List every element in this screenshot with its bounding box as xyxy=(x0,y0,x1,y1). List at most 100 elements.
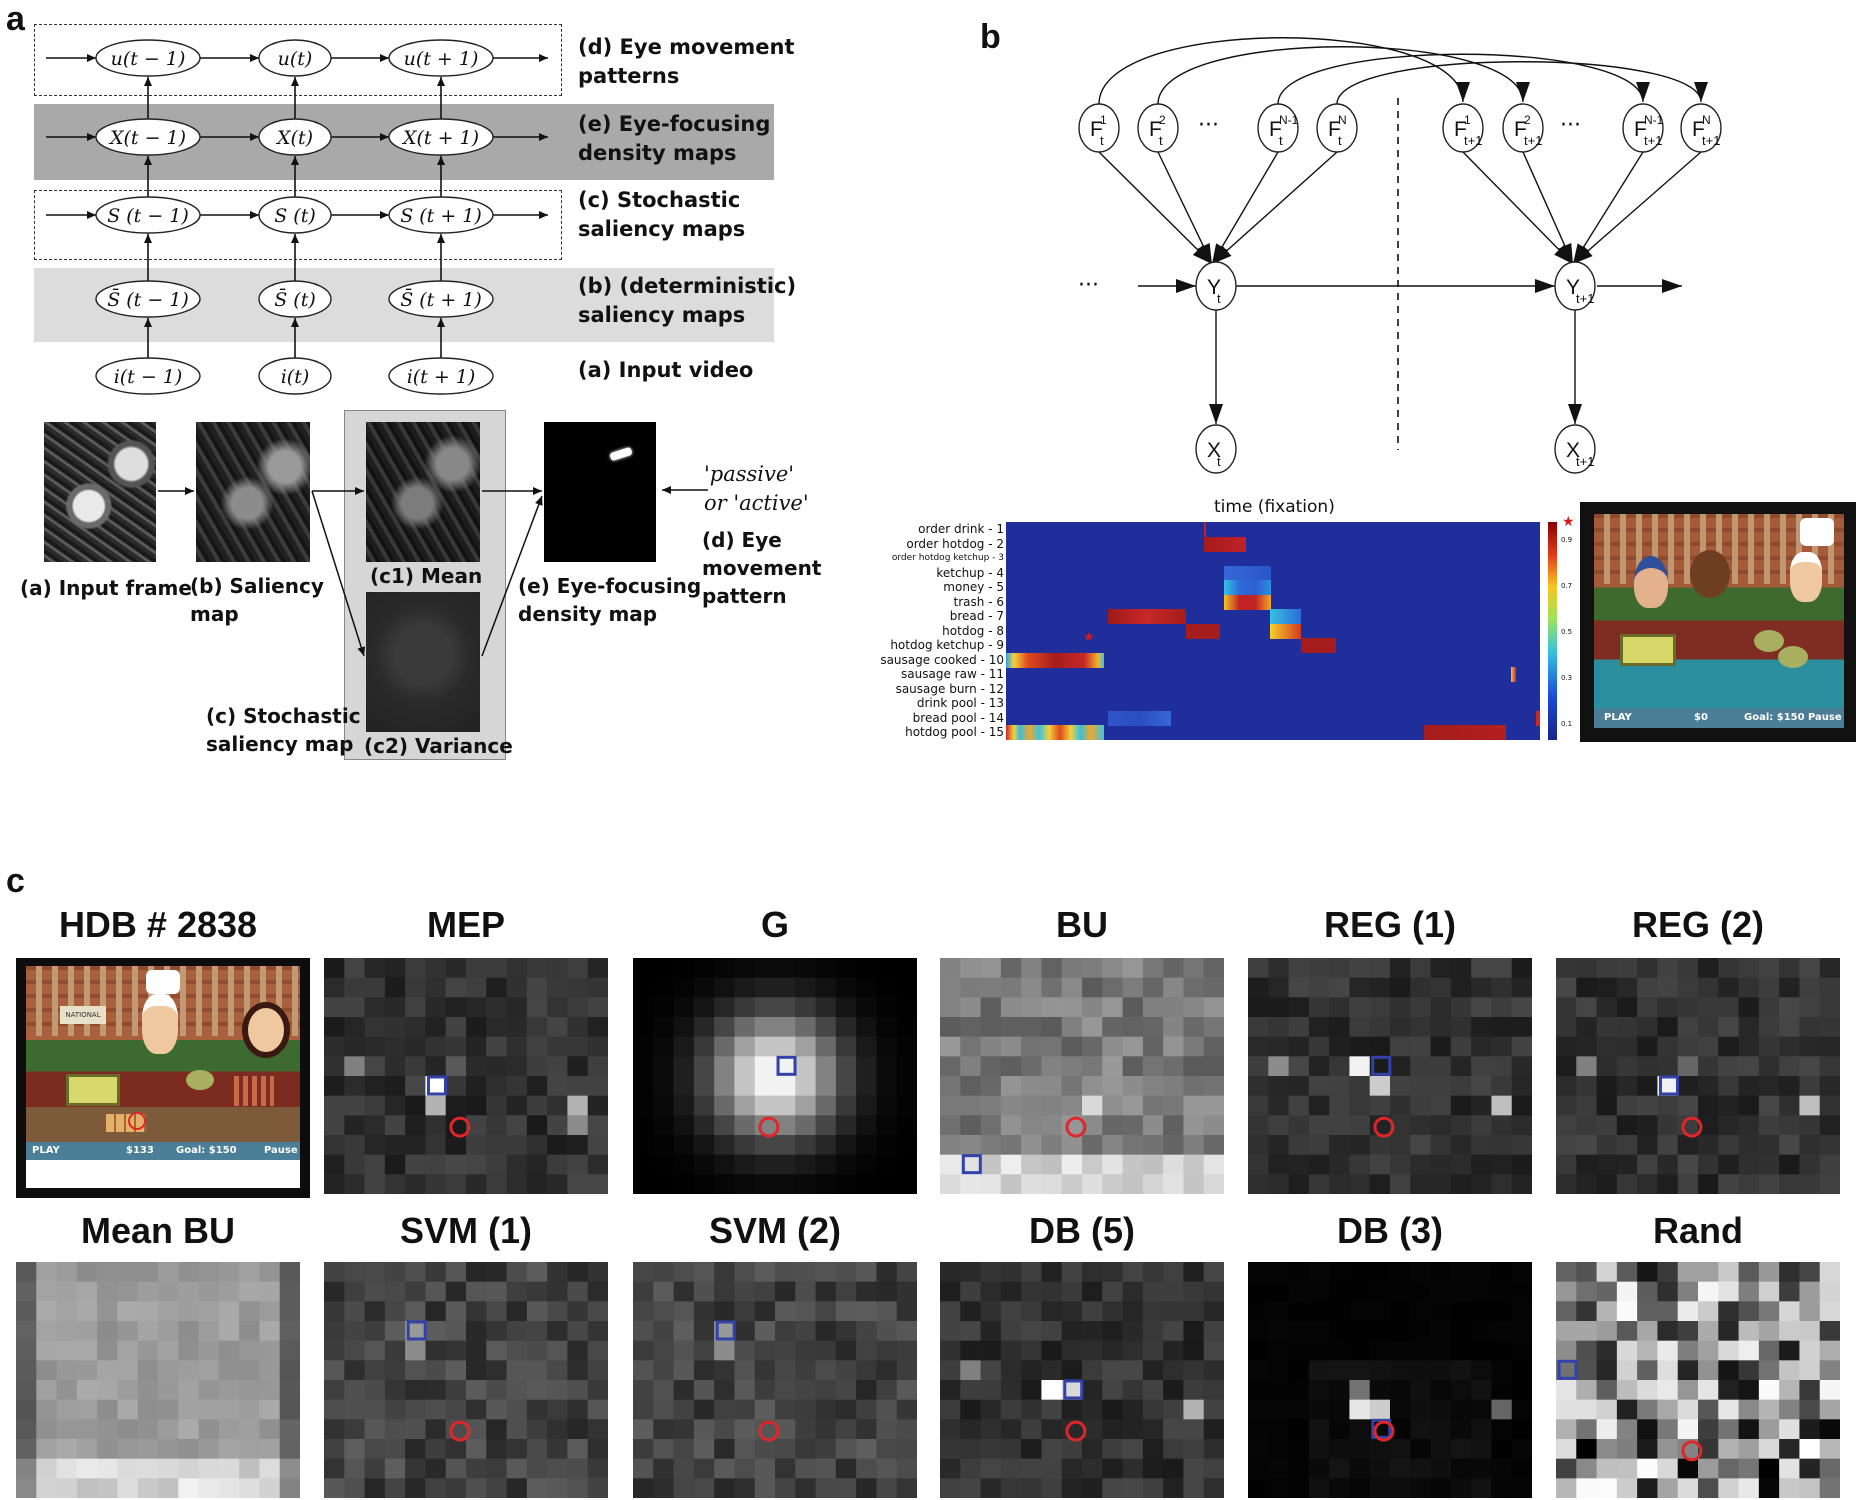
map-cell xyxy=(1288,1095,1310,1116)
map-cell xyxy=(117,1380,139,1401)
map-cell xyxy=(1102,1036,1124,1057)
fixation-box xyxy=(1063,1379,1084,1400)
map-cell xyxy=(1203,1321,1224,1342)
map-cell xyxy=(1758,1174,1780,1194)
map-cell xyxy=(1268,1340,1290,1361)
map-cell xyxy=(1616,1478,1638,1498)
variance-map-image xyxy=(366,592,480,732)
map-cell xyxy=(1122,1115,1144,1136)
map-cell xyxy=(940,1281,961,1302)
map-cell xyxy=(344,1262,366,1283)
map-cell xyxy=(405,1281,427,1302)
map-cell xyxy=(56,1458,78,1479)
map-cell xyxy=(1738,1281,1760,1302)
map-cell xyxy=(1491,1439,1513,1460)
map-cell xyxy=(1082,1076,1103,1097)
map-cell xyxy=(1102,1301,1124,1322)
map-cell xyxy=(896,1095,917,1116)
map-cell xyxy=(1021,1174,1043,1194)
heatmap-cell xyxy=(1224,594,1271,610)
map-cell xyxy=(734,1321,756,1342)
map-cell xyxy=(1329,1458,1351,1479)
map-cell xyxy=(1061,1095,1083,1116)
map-cell xyxy=(1698,1017,1719,1038)
map-cell xyxy=(1390,1340,1411,1361)
map-cell xyxy=(1819,1399,1840,1420)
map-cell xyxy=(960,1340,982,1361)
map-cell xyxy=(896,1340,917,1361)
map-cell xyxy=(405,1301,427,1322)
map-cell xyxy=(1657,1135,1679,1156)
map-cell xyxy=(1102,1154,1124,1175)
map-cell xyxy=(1021,1399,1043,1420)
map-cell xyxy=(324,1056,345,1077)
map-cell xyxy=(1718,1036,1740,1057)
map-cell xyxy=(1248,1281,1269,1302)
map-cell xyxy=(76,1478,98,1498)
map-cell xyxy=(693,1262,715,1283)
fixation-circle xyxy=(1373,1420,1395,1442)
map-cell xyxy=(734,1076,756,1097)
map-cell xyxy=(1616,1340,1638,1361)
map-cell xyxy=(466,1135,487,1156)
map-cell xyxy=(1369,1458,1391,1479)
map-cell xyxy=(1779,1115,1801,1136)
map-cell xyxy=(1268,1478,1290,1498)
map-cell xyxy=(1556,1095,1577,1116)
map-cell xyxy=(795,1115,817,1136)
map-cell xyxy=(815,997,837,1018)
node-x-t: Xt xyxy=(1195,424,1237,474)
map-cell xyxy=(1471,1340,1493,1361)
map-cell xyxy=(1102,1458,1124,1479)
map-cell xyxy=(16,1360,37,1381)
map-cell xyxy=(117,1301,139,1322)
map-cell xyxy=(775,1419,796,1440)
map-cell xyxy=(445,1017,467,1038)
map-cell xyxy=(1329,1399,1351,1420)
map-cell xyxy=(1657,1095,1679,1116)
map-cell xyxy=(1779,997,1801,1018)
map-cell xyxy=(815,1115,837,1136)
map-cell xyxy=(445,1321,467,1342)
map-cell xyxy=(1637,1135,1659,1156)
map-cell xyxy=(16,1321,37,1342)
map-cell xyxy=(1041,1056,1063,1077)
svg-text:1: 1 xyxy=(1464,113,1471,127)
map-cell xyxy=(1779,1154,1801,1175)
map-cell xyxy=(1779,1174,1801,1194)
map-cell xyxy=(1203,1340,1224,1361)
map-cell xyxy=(1082,1321,1103,1342)
map-cell xyxy=(425,1115,447,1136)
map-cell xyxy=(896,997,917,1018)
map-cell xyxy=(1758,1095,1780,1116)
map-cell xyxy=(1308,1478,1330,1498)
map-cell xyxy=(1799,1115,1821,1136)
map-cell xyxy=(1576,1095,1598,1116)
map-cell xyxy=(1450,1115,1472,1136)
map-cell xyxy=(76,1321,98,1342)
map-cell xyxy=(1758,1281,1780,1302)
map-title: Rand xyxy=(1653,1210,1743,1251)
map-cell xyxy=(324,1095,345,1116)
map-cell xyxy=(1616,1056,1638,1077)
map-cell xyxy=(1698,1478,1719,1498)
map-cell xyxy=(1203,1056,1224,1077)
map-cell xyxy=(1102,1360,1124,1381)
map-cell xyxy=(506,1399,528,1420)
map-cell xyxy=(734,997,756,1018)
svg-text:X(t − 1): X(t − 1) xyxy=(108,127,186,149)
map-cell xyxy=(1410,1458,1432,1479)
map-cell xyxy=(1596,1399,1618,1420)
map-cell xyxy=(1471,1301,1493,1322)
map-cell xyxy=(856,1458,878,1479)
map-cell xyxy=(506,1321,528,1342)
map-cell xyxy=(1142,1095,1164,1116)
map-cell xyxy=(567,1262,589,1283)
map-cell xyxy=(1637,958,1659,979)
map-cell xyxy=(384,1340,406,1361)
map-cell xyxy=(1329,977,1351,998)
map-cell xyxy=(425,1419,447,1440)
map-cell xyxy=(1677,1174,1699,1194)
map-cell xyxy=(344,1419,366,1440)
map-cell xyxy=(673,1135,695,1156)
